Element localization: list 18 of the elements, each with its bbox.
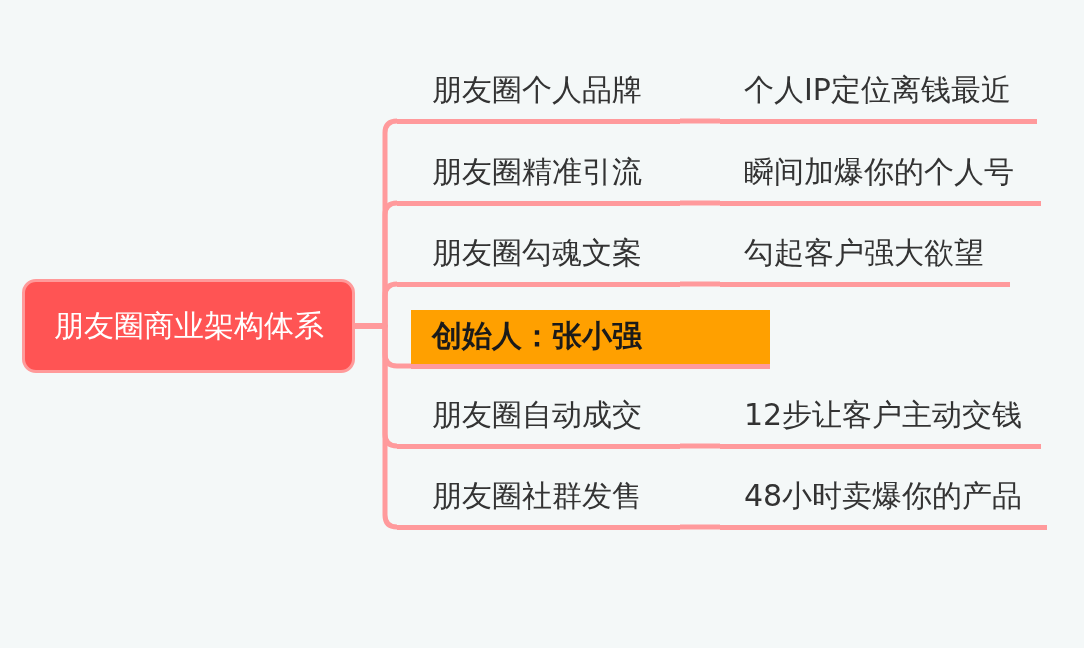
branch-topic: 朋友圈个人品牌 [397, 67, 680, 124]
connector-line [680, 281, 720, 287]
connector-line [680, 118, 720, 124]
subtopic: 12步让客户主动交钱 [720, 392, 1041, 449]
branch-topic: 朋友圈勾魂文案 [397, 230, 680, 287]
connector-line [680, 200, 720, 206]
branch-topic: 朋友圈自动成交 [397, 392, 680, 449]
connector-line [355, 323, 400, 530]
central-topic: 朋友圈商业架构体系 [22, 279, 355, 373]
highlighted-topic: 创始人：张小强 [411, 310, 770, 369]
branch-topic: 朋友圈精准引流 [397, 149, 680, 206]
subtopic: 瞬间加爆你的个人号 [720, 149, 1041, 206]
subtopic: 个人IP定位离钱最近 [720, 67, 1037, 124]
connector-line [680, 443, 720, 449]
subtopic: 勾起客户强大欲望 [720, 230, 1010, 287]
branch-topic: 朋友圈社群发售 [397, 473, 680, 530]
connector-line [680, 524, 720, 530]
subtopic: 48小时卖爆你的产品 [720, 473, 1047, 530]
